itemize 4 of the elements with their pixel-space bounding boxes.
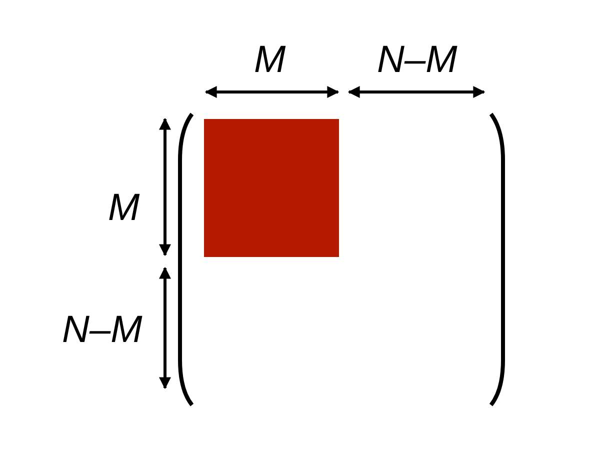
dimension-label: M	[108, 188, 140, 228]
dimension-label: M	[254, 40, 286, 80]
dimension-label: N–M	[62, 310, 142, 350]
dimension-label: N–M	[377, 40, 458, 80]
